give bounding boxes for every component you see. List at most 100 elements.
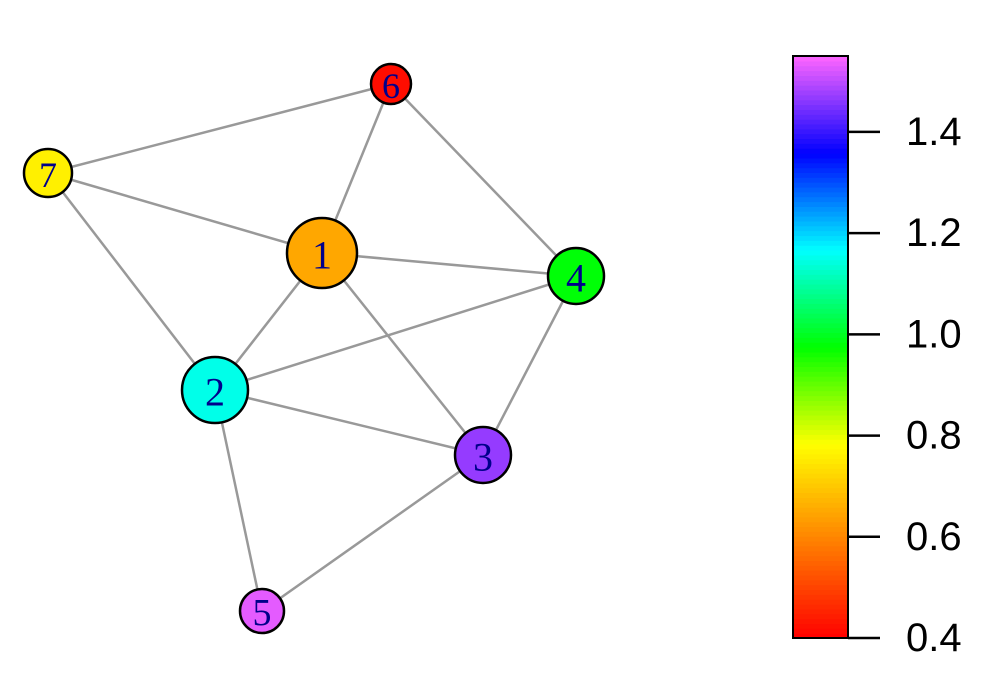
colorbar-segment (793, 434, 848, 440)
colorbar-segment (793, 186, 848, 193)
colorbar-segment (793, 254, 848, 261)
colorbar-segment (793, 507, 848, 513)
colorbar-segment (793, 545, 848, 552)
colorbar-segment (793, 347, 848, 353)
colorbar-segment (793, 89, 848, 96)
colorbar-segment (793, 288, 848, 295)
colorbar-segment (793, 56, 848, 62)
colorbar-segment (793, 211, 848, 217)
node-1: 1 (285, 216, 359, 290)
colorbar-segment (793, 225, 848, 232)
colorbar-segment (793, 128, 848, 135)
node-4: 4 (546, 246, 606, 306)
colorbar-segment (793, 206, 848, 212)
colorbar-border (792, 55, 849, 639)
colorbar-tick-label: 1.4 (906, 110, 962, 154)
colorbar-segment (793, 109, 848, 115)
colorbar-segment (793, 487, 848, 494)
colorbar-segment (793, 618, 848, 625)
colorbar-segment (793, 94, 848, 101)
colorbar-segment (793, 497, 848, 503)
colorbar-segment (793, 138, 848, 144)
colorbar-segment (793, 429, 848, 435)
colorbar-segment (793, 444, 848, 450)
colorbar-segment (793, 376, 848, 382)
colorbar-segment (793, 473, 848, 479)
colorbar-segment (793, 317, 848, 324)
colorbar-segment (793, 99, 848, 106)
node-circle-1 (285, 216, 359, 290)
node-label-6: 6 (382, 66, 400, 106)
colorbar-segment (793, 400, 848, 406)
colorbar-segment (793, 65, 848, 72)
edge-7-2 (47, 172, 216, 391)
colorbar-segment (793, 250, 848, 256)
colorbar-segment (793, 385, 848, 392)
colorbar-segment (793, 516, 848, 523)
colorbar-segment (793, 153, 848, 159)
node-label-4: 4 (566, 256, 586, 301)
colorbar-segment (793, 279, 848, 285)
node-circle-6 (369, 62, 413, 106)
colorbar-segment (793, 448, 848, 455)
colorbar-segment (793, 613, 848, 620)
colorbar-segment (793, 531, 848, 537)
colorbar-segment (793, 414, 848, 421)
colorbar-segment (793, 85, 848, 91)
colorbar-segment (793, 579, 848, 586)
colorbar-segment (793, 405, 848, 411)
colorbar-segment (793, 395, 848, 401)
colorbar-segment (793, 608, 848, 615)
colorbar-segment (793, 283, 848, 290)
node-label-2: 2 (205, 370, 225, 415)
colorbar-segment (793, 143, 848, 149)
colorbar-segment (793, 468, 848, 474)
edge-3-4 (481, 275, 578, 456)
colorbar-segment (793, 220, 848, 227)
colorbar-segment (793, 604, 848, 610)
colorbar-segment (793, 191, 848, 198)
edge-2-4 (214, 274, 577, 392)
color-legend: 0.40.60.81.01.21.4 (792, 55, 962, 660)
colorbar-segment (793, 196, 848, 203)
node-circle-3 (453, 425, 513, 485)
nodes-layer: 1 2 3 4 5 6 7 (22, 62, 606, 635)
colorbar-segment (793, 264, 848, 270)
colorbar-segment (793, 623, 848, 629)
colorbar-segment (793, 230, 848, 237)
colorbar-segment (793, 342, 848, 348)
edge-7-1 (47, 171, 323, 255)
colorbar-segment (793, 439, 848, 445)
colorbar-segment (793, 114, 848, 120)
colorbar-segment (793, 502, 848, 508)
node-label-5: 5 (253, 592, 272, 634)
colorbar-segment (793, 361, 848, 367)
colorbar-segment (793, 119, 848, 125)
colorbar-segment (793, 424, 848, 431)
colorbar-segment (793, 298, 848, 304)
colorbar-segment (793, 70, 848, 76)
node-label-3: 3 (473, 435, 493, 480)
colorbar-segment (793, 216, 848, 222)
colorbar-segment (793, 633, 848, 639)
colorbar-segment (793, 167, 848, 173)
colorbar-segment (793, 80, 848, 86)
colorbar-segment (793, 390, 848, 397)
edge-2-3 (214, 388, 484, 457)
colorbar-segment (793, 133, 848, 140)
node-circle-4 (546, 246, 606, 306)
node-circle-2 (180, 355, 250, 425)
colorbar-segment (793, 245, 848, 251)
colorbar-segment (793, 303, 848, 309)
colorbar-segment (793, 458, 848, 464)
colorbar-segment (793, 555, 848, 561)
colorbar-tick-label: 0.4 (906, 616, 962, 660)
colorbar-segment (793, 172, 848, 178)
colorbar-segment (793, 60, 848, 67)
colorbar-segment (793, 162, 848, 169)
node-6: 6 (369, 62, 413, 106)
colorbar-tick-label: 0.6 (906, 515, 962, 559)
node-7: 7 (22, 147, 74, 199)
colorbar-segment (793, 332, 848, 338)
